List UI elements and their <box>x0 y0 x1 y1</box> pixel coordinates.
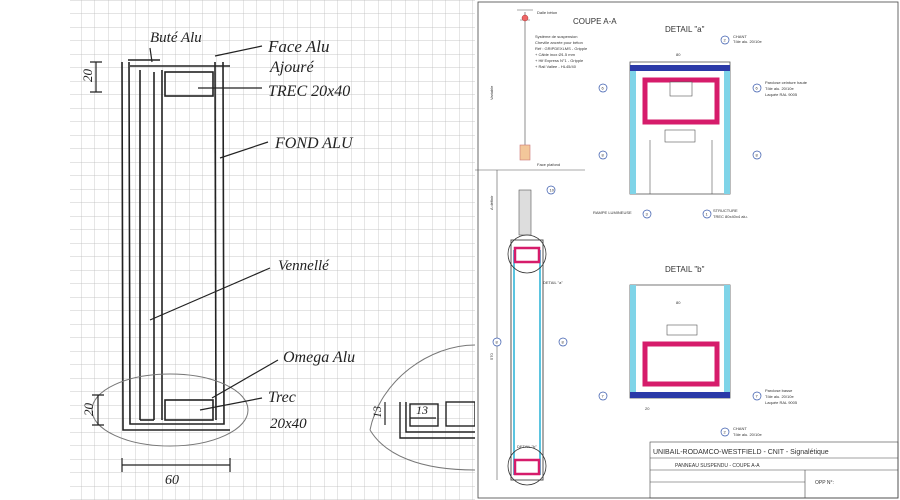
label-face-alu: Face Alu <box>267 37 330 56</box>
detail-b-label: DETAIL "b" <box>517 444 537 449</box>
dim-bottom-height: 20 <box>81 403 96 417</box>
hand-sketch: Buté Alu Face Alu Ajouré TREC 20x40 FOND… <box>70 0 475 500</box>
face-platond: Face plafond <box>537 162 560 167</box>
title-block <box>649 441 899 499</box>
callout-2-bottom: 2 <box>724 430 727 435</box>
detail-a-title: DETAIL "a" <box>665 25 705 34</box>
label-vennelle: Vennellé <box>278 258 330 274</box>
label-trec-bottom: Trec <box>268 389 296 406</box>
callout-7-right: 7 <box>756 394 759 399</box>
variable: Variable <box>489 85 494 100</box>
detail-a-label: DETAIL "a" <box>543 280 563 285</box>
suspension-column <box>475 9 585 480</box>
dim-detail-height: 13 <box>370 406 384 418</box>
a-definir: A définir <box>489 195 494 210</box>
susp-line4: + Câble inox Ø1.5 mm <box>535 52 576 57</box>
callout-3: 3 <box>646 212 649 217</box>
callout-2-top: 2 <box>724 38 727 43</box>
dim-80-a: 80 <box>676 52 681 57</box>
detail-b-drawing <box>629 284 731 399</box>
tb-project: PANNEAU SUSPENDU - COUPE A-A <box>675 463 760 469</box>
detail-a-circle <box>507 234 547 274</box>
susp-line6: + Rail Vallee - HL45/40 <box>535 64 577 69</box>
label-trec-bottom-dim: 20x40 <box>270 416 307 432</box>
dim-20-b: 20 <box>645 406 650 411</box>
label-ajoure: Ajouré <box>269 59 314 76</box>
chant-sub: Tôle alu. 20/10e <box>733 39 762 44</box>
bottom-detail-circle <box>91 373 249 447</box>
susp-line1: Système de suspension <box>535 34 577 39</box>
parclose-haute-3: Laquée RAL 9005 <box>765 92 798 97</box>
tb-company: UNIBAIL-RODAMCO-WESTFIELD - CNIT - Signa… <box>653 449 829 456</box>
dim-80-b: 80 <box>676 300 681 305</box>
callout-10: 10 <box>550 188 555 193</box>
structure: STRUCTURE <box>713 208 738 213</box>
chant-title: CHANT <box>733 34 747 39</box>
sketch-detail <box>399 401 475 439</box>
parclose-haute: Parclose ceinture haute <box>765 80 808 85</box>
chant2-title: CHANT <box>733 426 747 431</box>
parclose-haute-2: Tôle alu. 20/10e <box>765 86 794 91</box>
label-omega-alu: Omega Alu <box>283 349 355 366</box>
label-fond-alu: FOND ALU <box>274 135 354 152</box>
coupe-title: COUPE A-A <box>573 17 617 26</box>
detail-a-drawing <box>629 61 731 195</box>
parclose-basse-3: Laquée RAL 9005 <box>765 400 798 405</box>
callout-1: 1 <box>706 212 709 217</box>
label-trec-top: TREC 20x40 <box>268 83 350 100</box>
dim-width: 60 <box>165 473 179 488</box>
detail-b-circle <box>507 446 547 486</box>
susp-line5: + Hif Express N°1 - Gripple <box>535 58 584 63</box>
chant2-sub: Tôle alu. 20/10e <box>733 432 762 437</box>
structure-2: TREC 80x40x4 alu. <box>713 214 748 219</box>
height-dim: 570 <box>489 353 494 360</box>
callout-6-right: 6 <box>756 86 759 91</box>
detail-circle-right <box>369 344 475 471</box>
rampe: RAMPE LUMINEUSE <box>593 210 632 215</box>
callout-7-left: 7 <box>602 394 605 399</box>
tb-opp: OPP N°: <box>815 480 834 486</box>
susp-line2: Cheville ancrée pour béton <box>535 40 583 45</box>
susp-line3: Réf : GRIPDEXLMS - Gripple <box>535 46 588 51</box>
parclose-basse: Parclose basse <box>765 388 793 393</box>
panel-section <box>510 239 544 481</box>
sketch-section <box>121 59 230 431</box>
callout-8-da-left: 8 <box>602 153 605 158</box>
label-bute-alu: Buté Alu <box>150 30 202 46</box>
dalle-beton: Dalle béton <box>537 10 557 15</box>
callout-8-da-right: 8 <box>756 153 759 158</box>
callout-6-left: 6 <box>602 86 605 91</box>
detail-b-title: DETAIL "b" <box>665 265 705 274</box>
dim-top-height: 20 <box>80 69 95 83</box>
dim-detail-width: 13 <box>416 403 428 417</box>
parclose-basse-2: Tôle alu. 20/10e <box>765 394 794 399</box>
callout-8-left: 8 <box>496 340 499 345</box>
callout-8-right: 8 <box>562 340 565 345</box>
cad-drawing: Dalle béton COUPE A-A Système de suspens… <box>475 1 899 499</box>
graph-paper <box>70 0 475 500</box>
